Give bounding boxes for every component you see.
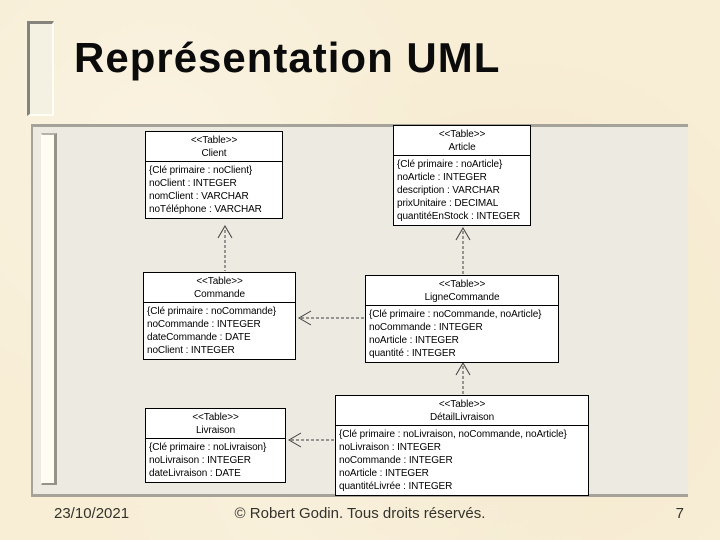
- table-attribute: {Clé primaire : noLivraison, noCommande,…: [339, 429, 567, 440]
- table-attribute: noCommande : INTEGER: [369, 322, 483, 333]
- table-attribute: noArticle : INTEGER: [369, 335, 459, 346]
- table-name: LigneCommande: [424, 292, 500, 303]
- table-name: Livraison: [195, 425, 236, 436]
- table-stereotype: <<Table>>: [438, 279, 486, 290]
- table-attribute: noClient : INTEGER: [149, 178, 237, 189]
- table-attributes: {Clé primaire : noArticle} noArticle : IN…: [394, 156, 530, 225]
- uml-table-article: <<Table>> Article {Clé primaire : noArti…: [393, 125, 531, 226]
- table-attributes: {Clé primaire : noClient} noClient : INTE…: [146, 162, 282, 218]
- table-attribute: {Clé primaire : noClient}: [149, 165, 253, 176]
- table-attribute: noCommande : INTEGER: [339, 455, 453, 466]
- table-attribute: prixUnitaire : DECIMAL: [397, 198, 499, 209]
- table-name: Client: [201, 148, 227, 159]
- table-attribute: noLivraison : INTEGER: [339, 442, 441, 453]
- table-attribute: quantitéLivrée : INTEGER: [339, 481, 453, 492]
- uml-table-ligne-commande: <<Table>> LigneCommande {Clé primaire : …: [365, 275, 559, 363]
- table-header: <<Table>> DétailLivraison: [336, 396, 588, 426]
- table-attribute: noLivraison : INTEGER: [149, 455, 251, 466]
- table-attribute: {Clé primaire : noCommande}: [147, 306, 277, 317]
- table-attribute: quantité : INTEGER: [369, 348, 456, 359]
- uml-table-commande: <<Table>> Commande {Clé primaire : noCom…: [143, 272, 296, 360]
- table-attribute: {Clé primaire : noCommande, noArticle}: [369, 309, 542, 320]
- table-attribute: dateCommande : DATE: [147, 332, 251, 343]
- table-attribute: {Clé primaire : noArticle}: [397, 159, 503, 170]
- table-header: <<Table>> Commande: [144, 273, 295, 303]
- table-attributes: {Clé primaire : noCommande} noCommande : …: [144, 303, 295, 359]
- table-attributes: {Clé primaire : noLivraison, noCommande,…: [336, 426, 588, 495]
- table-name: DétailLivraison: [429, 412, 495, 423]
- table-attribute: nomClient : VARCHAR: [149, 191, 249, 202]
- uml-table-livraison: <<Table>> Livraison {Clé primaire : noLi…: [145, 408, 286, 483]
- table-stereotype: <<Table>>: [192, 412, 239, 423]
- footer-date: 23/10/2021: [54, 505, 130, 522]
- table-attributes: {Clé primaire : noLivraison} noLivraison …: [146, 439, 285, 482]
- footer-copyright: © Robert Godin. Tous droits réservés.: [234, 505, 486, 522]
- table-header: <<Table>> LigneCommande: [366, 276, 558, 306]
- table-attribute: noArticle : INTEGER: [339, 468, 429, 479]
- table-stereotype: <<Table>>: [438, 129, 486, 140]
- table-attribute: noTéléphone : VARCHAR: [149, 204, 262, 215]
- table-attribute: quantitéEnStock : INTEGER: [397, 211, 521, 222]
- table-attribute: description : VARCHAR: [397, 185, 500, 196]
- uml-table-detail-livraison: <<Table>> DétailLivraison {Clé primaire …: [335, 395, 589, 496]
- table-header: <<Table>> Livraison: [146, 409, 285, 439]
- table-header: <<Table>> Article: [394, 126, 530, 156]
- table-attribute: noArticle : INTEGER: [397, 172, 487, 183]
- table-attribute: noCommande : INTEGER: [147, 319, 261, 330]
- table-stereotype: <<Table>>: [190, 135, 238, 146]
- table-name: Article: [448, 142, 476, 153]
- table-attribute: noClient : INTEGER: [147, 345, 235, 356]
- table-stereotype: <<Table>>: [196, 276, 243, 287]
- table-attribute: dateLivraison : DATE: [149, 468, 241, 479]
- table-header: <<Table>> Client: [146, 132, 282, 162]
- footer-page-number: 7: [675, 505, 684, 522]
- table-attribute: {Clé primaire : noLivraison}: [149, 442, 267, 453]
- uml-table-client: <<Table>> Client {Clé primaire : noClien…: [145, 131, 283, 219]
- title-accent-bar: [27, 21, 54, 116]
- table-name: Commande: [194, 289, 245, 300]
- panel-accent-bar: [41, 133, 57, 485]
- table-stereotype: <<Table>>: [438, 399, 486, 410]
- slide-title: Représentation UML: [74, 34, 501, 81]
- table-attributes: {Clé primaire : noCommande, noArticle} no…: [366, 306, 558, 362]
